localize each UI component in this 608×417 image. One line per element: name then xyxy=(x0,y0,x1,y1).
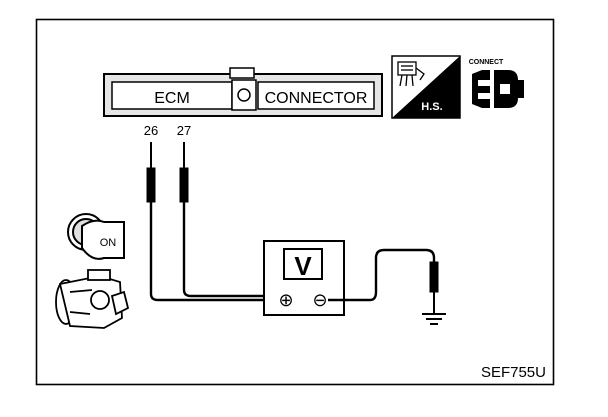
voltmeter-icon: V ⊕ ⊖ xyxy=(263,240,345,316)
harness-side-icon: H.S. xyxy=(391,55,461,119)
figure-frame xyxy=(35,18,555,386)
ecm-connector: ECM CONNECTOR xyxy=(103,67,383,117)
ground-wire xyxy=(328,248,439,314)
ignition-key-on-icon: ON xyxy=(67,213,125,260)
pin-26-label: 26 xyxy=(144,123,158,138)
connector-left-label: ECM xyxy=(154,90,190,107)
ignition-label: ON xyxy=(100,237,117,249)
meter-negative-terminal: ⊖ xyxy=(312,290,327,310)
engine-icon xyxy=(55,269,130,329)
figure-code: SEF755U xyxy=(481,364,546,381)
connect-label: CONNECT xyxy=(469,59,504,66)
probe-27 xyxy=(179,142,282,298)
meter-symbol: V xyxy=(294,251,312,281)
ground-icon xyxy=(422,313,446,325)
probe-26 xyxy=(146,142,280,302)
hs-label: H.S. xyxy=(421,101,442,113)
pin-27-label: 27 xyxy=(177,123,191,138)
connector-right-label: CONNECTOR xyxy=(265,90,368,107)
meter-positive-terminal: ⊕ xyxy=(278,290,293,310)
connect-icon: CONNECT xyxy=(469,59,524,108)
